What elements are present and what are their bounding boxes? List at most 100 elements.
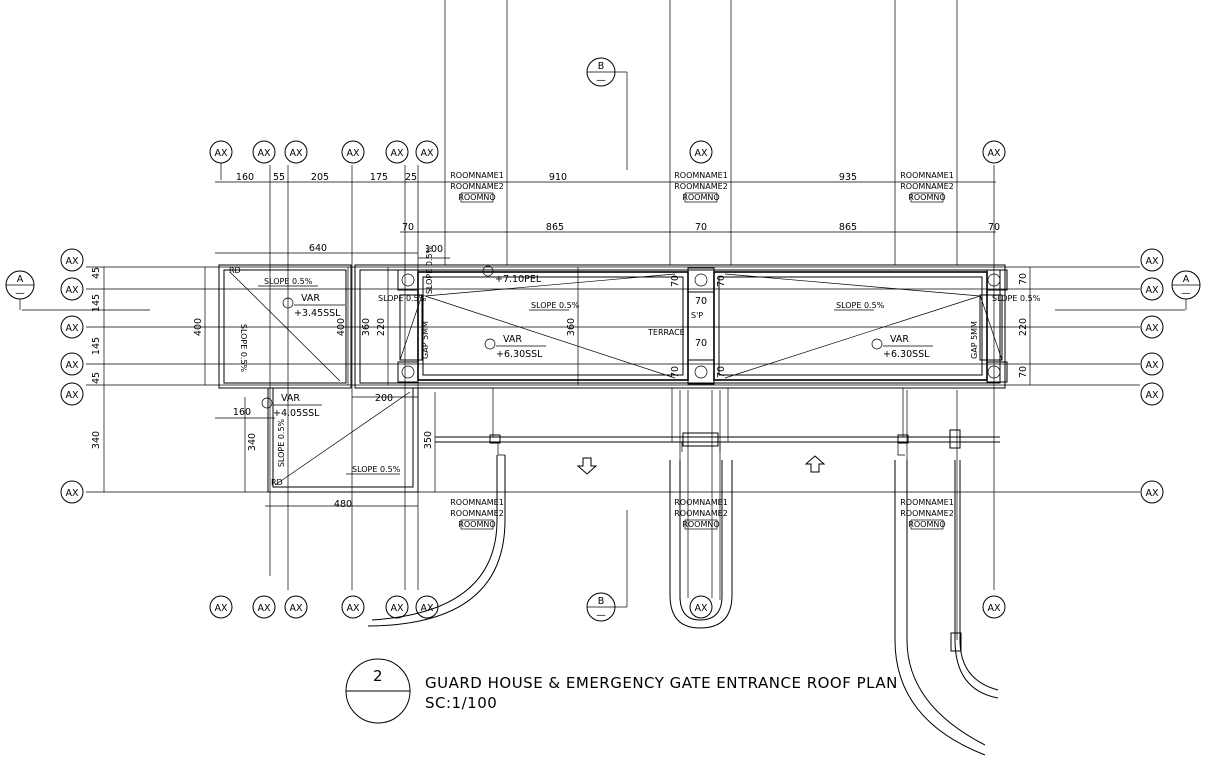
room-name-1: ROOMNAME1 — [674, 171, 728, 180]
axis-label: AX — [1145, 256, 1158, 267]
axis-bubble: AX — [341, 140, 365, 164]
axis-label: AX — [420, 603, 433, 614]
axis-bubble: AX — [1140, 315, 1164, 339]
gap-label: GAP 5MM — [970, 321, 979, 359]
axis-label: AX — [1145, 390, 1158, 401]
level-value: +4.05SSL — [273, 408, 320, 419]
axis-bubble: AX — [982, 140, 1006, 164]
dim-label: 220 — [376, 318, 387, 336]
down-arrow-icon — [576, 457, 598, 475]
axis-bubble: AX — [689, 140, 713, 164]
section-letter: B — [598, 61, 605, 72]
axis-label: AX — [390, 148, 403, 159]
dim-label: 935 — [839, 172, 857, 183]
axis-bubble: AX — [252, 140, 276, 164]
room-no: ROOMNO — [682, 193, 719, 202]
level-value: +6.30SSL — [496, 349, 543, 360]
direction-arrows — [576, 455, 826, 475]
drawing-scale: SC:1/100 — [425, 694, 497, 712]
room-tag: ROOMNAME1 ROOMNAME2 ROOMNO — [674, 498, 728, 530]
top-dimension-labels: 160 55 205 175 25 910 935 — [236, 172, 857, 183]
axis-bubble: AX — [689, 595, 713, 619]
axis-bubble: AX — [1140, 277, 1164, 301]
axis-bubble: AX — [284, 140, 308, 164]
slope-label: SLOPE 0.5% — [264, 277, 313, 286]
axis-label: AX — [289, 603, 302, 614]
up-arrow-icon — [804, 455, 826, 473]
level-marker: VAR +6.30SSL — [871, 334, 933, 360]
room-tag: ROOMNAME1 ROOMNAME2 ROOMNO — [450, 171, 504, 203]
room-tag: ROOMNAME1 ROOMNAME2 ROOMNO — [450, 498, 504, 530]
axis-label: AX — [65, 256, 78, 267]
room-name-2: ROOMNAME2 — [674, 509, 728, 518]
section-letter: A — [1183, 274, 1190, 285]
section-sub: — — [15, 288, 25, 299]
room-tag: ROOMNAME1 ROOMNAME2 ROOMNO — [900, 498, 954, 530]
gap-label: GAP 5MM — [421, 321, 430, 359]
axis-bubble: AX — [1140, 382, 1164, 406]
second-dimension-labels: 70 865 70 865 70 640 100 — [309, 222, 1000, 255]
axis-bubbles-right: AX AX AX AX AX AX — [1140, 248, 1164, 504]
level-var: VAR — [890, 334, 909, 345]
axis-bubble: AX — [60, 248, 84, 272]
axis-label: AX — [65, 323, 78, 334]
drawing-title-block: 2 GUARD HOUSE & EMERGENCY GATE ENTRANCE … — [345, 658, 897, 724]
room-name-2: ROOMNAME2 — [450, 182, 504, 191]
dim-label: 70 — [695, 338, 707, 349]
rd-label: RD — [229, 266, 241, 275]
dim-label: 220 — [1018, 318, 1029, 336]
dim-label: 160 — [236, 172, 254, 183]
room-name-1: ROOMNAME1 — [674, 498, 728, 507]
level-value: +6.30SSL — [883, 349, 930, 360]
room-no: ROOMNO — [908, 193, 945, 202]
level-value: +3.45SSL — [294, 308, 341, 319]
axis-bubble: AX — [1140, 352, 1164, 376]
dim-label: 350 — [423, 431, 434, 449]
slope-label: SLOPE 0.5% — [425, 245, 434, 294]
dim-label: 200 — [375, 393, 393, 404]
room-name-1: ROOMNAME1 — [450, 171, 504, 180]
room-name-1: ROOMNAME1 — [900, 171, 954, 180]
axis-label: AX — [694, 603, 707, 614]
axis-bubble: AX — [341, 595, 365, 619]
horizontal-grid-lines — [22, 266, 1185, 493]
dimension-lines — [103, 181, 1031, 507]
dim-label: 340 — [91, 431, 102, 449]
axis-label: AX — [257, 148, 270, 159]
dim-label: 340 — [247, 433, 258, 451]
level-marker: VAR +6.30SSL — [484, 334, 546, 360]
room-no: ROOMNO — [908, 520, 945, 529]
axis-bubbles-left: AX AX AX AX AX AX — [60, 248, 84, 504]
level-marker: VAR +4.05SSL — [261, 393, 322, 419]
axis-bubble: AX — [1140, 248, 1164, 272]
axis-bubble: AX — [385, 140, 409, 164]
axis-label: AX — [65, 488, 78, 499]
level-marker: VAR +3.45SSL — [282, 293, 345, 319]
room-name-1: ROOMNAME1 — [900, 498, 954, 507]
dim-label: 145 — [91, 294, 102, 312]
dim-label: 70 — [1018, 273, 1029, 285]
dim-label: 70 — [988, 222, 1000, 233]
axis-bubble: AX — [385, 595, 409, 619]
section-sub: — — [1181, 288, 1191, 299]
dim-label: 360 — [566, 318, 577, 336]
right-dimension-labels: 70 220 70 — [1018, 273, 1029, 378]
section-marker-b-top: B — — [586, 57, 628, 88]
dim-label: 70 — [670, 366, 681, 378]
axis-label: AX — [346, 603, 359, 614]
sp-label: S'P — [691, 311, 703, 320]
axis-label: AX — [214, 148, 227, 159]
dim-label: 100 — [425, 244, 443, 255]
dim-label: 400 — [336, 318, 347, 336]
room-name-2: ROOMNAME2 — [900, 182, 954, 191]
dim-label: 205 — [311, 172, 329, 183]
level-var: VAR — [301, 293, 320, 304]
room-name-1: ROOMNAME1 — [450, 498, 504, 507]
misc-annotations: RD RD TERRACE S'P GAP 5MM GAP 5MM — [229, 266, 979, 487]
slope-annotations: SLOPE 0.5% SLOPE 0.5% SLOPE 0.5% SLOPE 0… — [239, 245, 1041, 475]
dim-label: 70 — [716, 275, 727, 287]
axis-bubble: AX — [1140, 480, 1164, 504]
dim-label: 55 — [273, 172, 285, 183]
dim-label: 70 — [670, 275, 681, 287]
axis-bubble: AX — [415, 595, 439, 619]
